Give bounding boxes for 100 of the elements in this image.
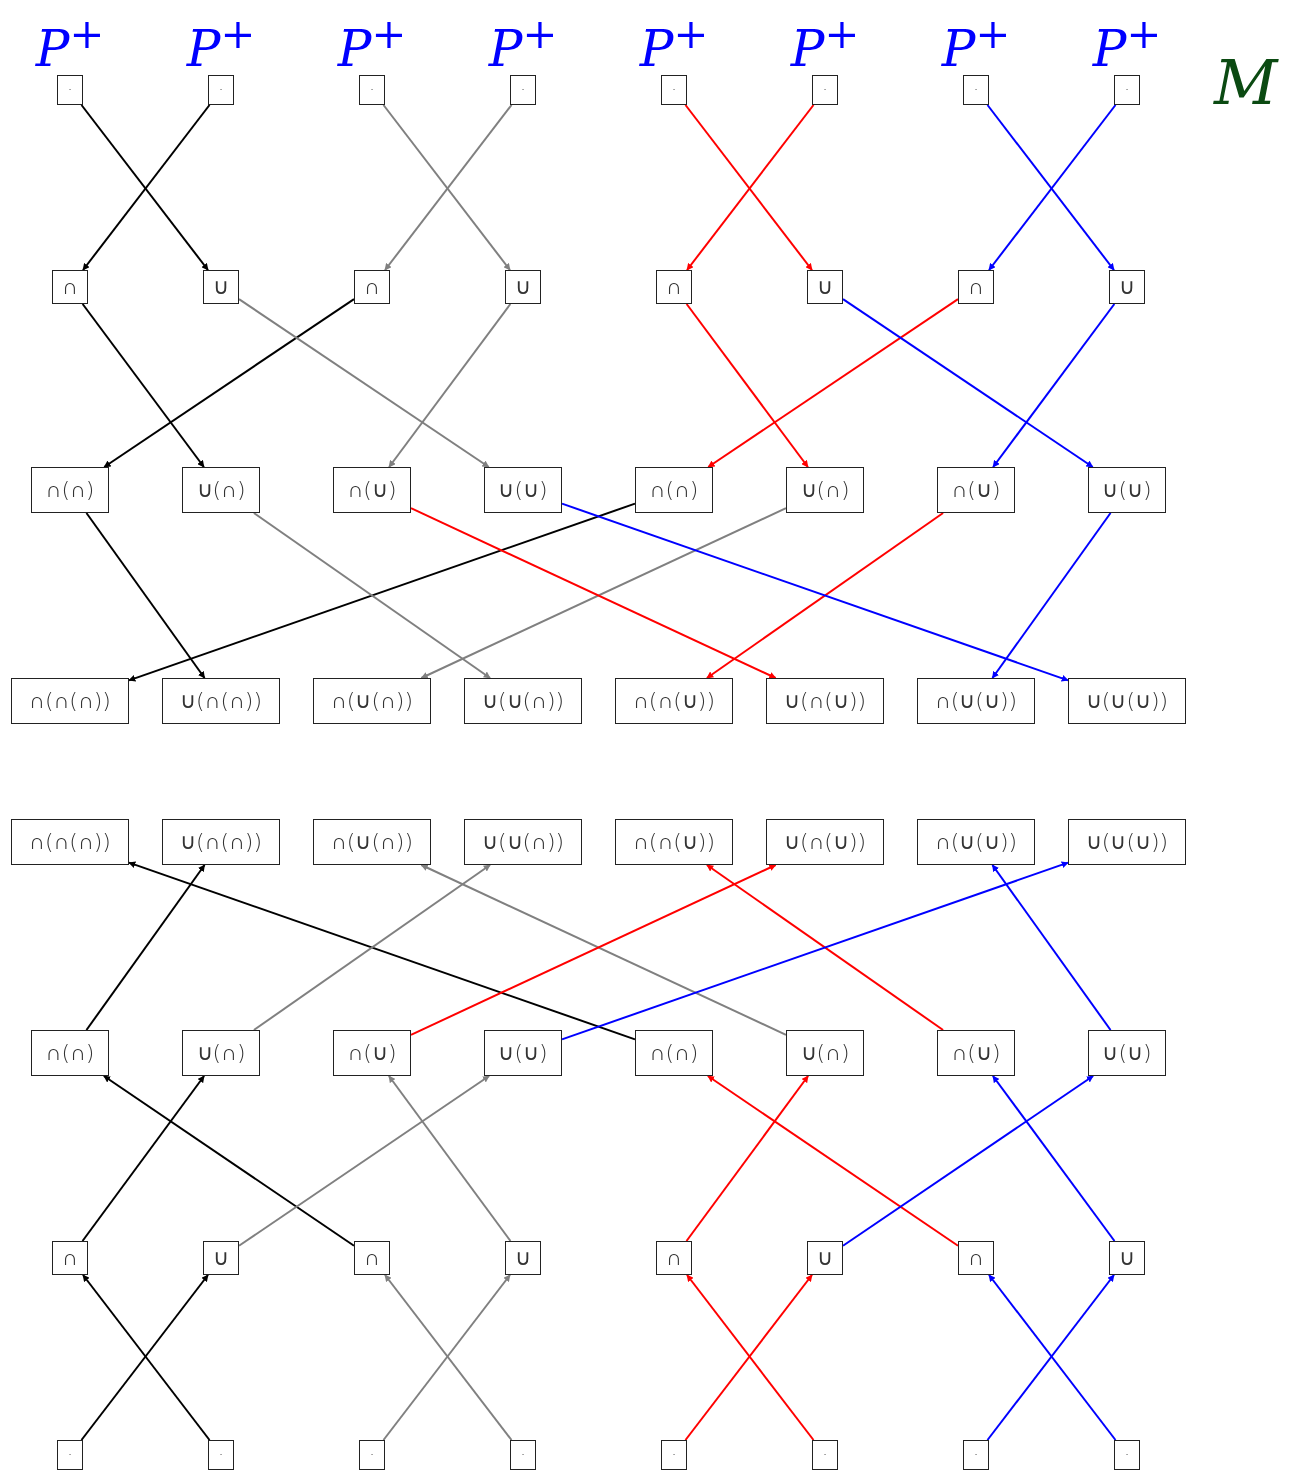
arrow bbox=[102, 1075, 355, 1247]
operator-box bbox=[937, 467, 1015, 513]
operator-label: ∪(∪(∪)) bbox=[1085, 831, 1169, 853]
operator-box bbox=[766, 819, 884, 865]
operator-label: ∪(∩(∪)) bbox=[783, 690, 867, 712]
operator-box bbox=[1088, 1030, 1166, 1076]
operator-label: ∩(∩(∩)) bbox=[29, 690, 111, 712]
operator-box bbox=[661, 1440, 687, 1470]
operator-box bbox=[656, 270, 692, 304]
operator-label: ∪(∩) bbox=[800, 479, 850, 501]
operator-label: ∪(∪) bbox=[498, 479, 548, 501]
operator-box bbox=[333, 1030, 411, 1076]
operator-label: ∪(∪(∪)) bbox=[1085, 690, 1169, 712]
operator-box bbox=[162, 678, 280, 724]
operator-box bbox=[313, 678, 431, 724]
operator-box bbox=[958, 270, 994, 304]
operator-box bbox=[203, 1241, 239, 1275]
set-label: P$^{+}$ bbox=[488, 13, 558, 74]
operator-label: ∩(∪) bbox=[951, 1042, 1001, 1064]
operator-box bbox=[354, 270, 390, 304]
arrow bbox=[685, 303, 809, 468]
operator-box bbox=[917, 678, 1035, 724]
operator-box bbox=[1114, 1440, 1140, 1470]
operator-label: · bbox=[520, 82, 526, 98]
operator-label: ∪(∪(∩)) bbox=[481, 690, 565, 712]
arrow bbox=[81, 303, 205, 468]
operator-label: · bbox=[822, 82, 828, 98]
operator-box bbox=[203, 270, 239, 304]
arrow bbox=[387, 1075, 512, 1242]
operator-label: · bbox=[218, 82, 224, 98]
operator-label: ∩(∩(∪)) bbox=[633, 690, 715, 712]
operator-label: ∩ bbox=[968, 1247, 984, 1269]
operator-label: ∩(∩(∪)) bbox=[633, 831, 715, 853]
operator-label: ∩(∪(∪)) bbox=[934, 690, 1018, 712]
operator-label: · bbox=[369, 1447, 375, 1463]
arrow bbox=[561, 861, 1069, 1041]
operator-box bbox=[510, 1440, 536, 1470]
set-label: P$^{+}$ bbox=[790, 13, 860, 74]
operator-label: ∪ bbox=[515, 276, 531, 298]
operator-label: ∩(∩) bbox=[45, 1042, 95, 1064]
operator-label: ∩(∪(∩)) bbox=[331, 690, 413, 712]
operator-label: ∩ bbox=[62, 276, 78, 298]
operator-box bbox=[505, 1241, 541, 1275]
operator-label: ∩ bbox=[364, 1247, 380, 1269]
operator-box bbox=[505, 270, 541, 304]
arrow bbox=[388, 303, 512, 468]
operator-box bbox=[11, 678, 129, 724]
math-label: M bbox=[1214, 52, 1278, 114]
set-label: P$^{+}$ bbox=[186, 13, 256, 74]
operator-label: · bbox=[671, 82, 677, 98]
operator-box bbox=[162, 819, 280, 865]
operator-label: ∩(∩) bbox=[45, 479, 95, 501]
set-label: P$^{+}$ bbox=[639, 13, 709, 74]
operator-box bbox=[182, 467, 260, 513]
operator-box bbox=[52, 1241, 88, 1275]
operator-label: · bbox=[822, 1447, 828, 1463]
operator-box bbox=[208, 1440, 234, 1470]
operator-box bbox=[635, 467, 713, 513]
arrow bbox=[991, 512, 1112, 679]
operator-box bbox=[11, 819, 129, 865]
operator-label: ∩(∪) bbox=[347, 1042, 397, 1064]
set-label: P$^{+}$ bbox=[941, 13, 1011, 74]
arrow bbox=[991, 1075, 1116, 1242]
arrow bbox=[252, 864, 492, 1031]
operator-box bbox=[484, 1030, 562, 1076]
operator-box bbox=[31, 1030, 109, 1076]
operator-box bbox=[807, 270, 843, 304]
operator-label: ∪(∪(∩)) bbox=[481, 831, 565, 853]
operator-label: ∪ bbox=[817, 276, 833, 298]
operator-box bbox=[484, 467, 562, 513]
operator-label: ∩ bbox=[666, 1247, 682, 1269]
operator-label: ∪ bbox=[1119, 276, 1135, 298]
operator-label: ∩(∪(∩)) bbox=[331, 831, 413, 853]
operator-label: ∩(∩(∩)) bbox=[29, 831, 111, 853]
operator-label: ∪(∪) bbox=[1102, 479, 1152, 501]
operator-label: ∩ bbox=[666, 276, 682, 298]
arrow bbox=[103, 298, 355, 468]
operator-label: ∩(∪) bbox=[951, 479, 1001, 501]
arrow bbox=[252, 512, 492, 679]
arrow bbox=[842, 1075, 1095, 1247]
operator-box bbox=[359, 1440, 385, 1470]
arrow bbox=[85, 864, 206, 1031]
operator-box bbox=[464, 819, 582, 865]
operator-label: · bbox=[671, 1447, 677, 1463]
operator-box bbox=[354, 1241, 390, 1275]
operator-box bbox=[937, 1030, 1015, 1076]
arrow bbox=[991, 864, 1112, 1031]
operator-label: ∪(∩(∩)) bbox=[180, 690, 262, 712]
operator-label: ∩ bbox=[968, 276, 984, 298]
operator-label: ∪(∩) bbox=[800, 1042, 850, 1064]
operator-box bbox=[1109, 1241, 1145, 1275]
operator-label: ∩(∩) bbox=[649, 1042, 699, 1064]
arrow bbox=[705, 512, 945, 679]
operator-box bbox=[635, 1030, 713, 1076]
operator-label: ∪(∪) bbox=[1102, 1042, 1152, 1064]
operator-label: ∪(∩) bbox=[196, 1042, 246, 1064]
operator-box bbox=[615, 678, 733, 724]
operator-label: ∪ bbox=[213, 1247, 229, 1269]
operator-label: ∩ bbox=[62, 1247, 78, 1269]
arrow bbox=[81, 1075, 206, 1242]
